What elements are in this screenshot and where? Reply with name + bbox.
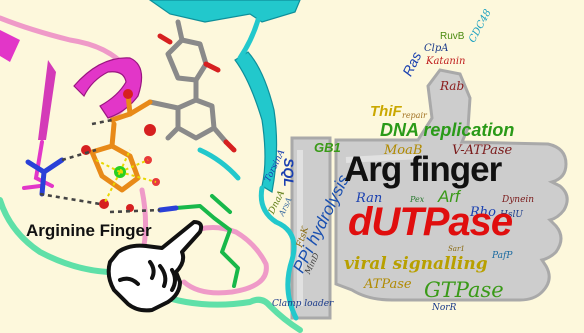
word-arg-finger: Arg finger — [344, 150, 502, 189]
word-pafp: PafP — [492, 251, 513, 261]
word-repair: repair — [402, 111, 427, 120]
word-dynein: Dynein — [502, 195, 535, 205]
cyan-ribbon — [148, 0, 301, 193]
word-atpase: ATPase — [364, 277, 412, 292]
word-rho: Rho — [470, 205, 496, 220]
word-arf: Arf — [438, 187, 460, 206]
magenta-ribbon — [0, 30, 143, 140]
word-sql: SQL — [281, 158, 297, 187]
word-viral-signalling: viral signalling — [344, 254, 488, 274]
word-norr: NorR — [432, 303, 457, 313]
word-gb1: GB1 — [314, 140, 341, 155]
word-moab: MoaB — [384, 143, 423, 158]
arginine-finger-label: Arginine Finger — [26, 221, 152, 240]
word-clamp-loader: Clamp loader — [272, 299, 334, 309]
word-dna-replication: DNA replication — [380, 120, 515, 140]
word-gtpase: GTPase — [424, 278, 504, 302]
word-v-atpase: V-ATPase — [452, 143, 513, 158]
word-thif: ThiF — [370, 103, 402, 120]
green-ribbon — [0, 197, 303, 333]
word-ran: Ran — [356, 191, 383, 206]
word-hslu: HslU — [500, 210, 523, 220]
word-pex: Pex — [410, 195, 425, 204]
word-sar: Sar1 — [448, 245, 465, 253]
word-katanin: Katanin — [426, 56, 466, 67]
word-ruvb: RuvB — [440, 31, 465, 42]
word-clpa: ClpA — [424, 43, 449, 54]
pointing-hand-icon — [106, 220, 204, 313]
word-dutpase: dUTPase — [348, 200, 513, 244]
word-rab: Rab — [440, 79, 465, 93]
